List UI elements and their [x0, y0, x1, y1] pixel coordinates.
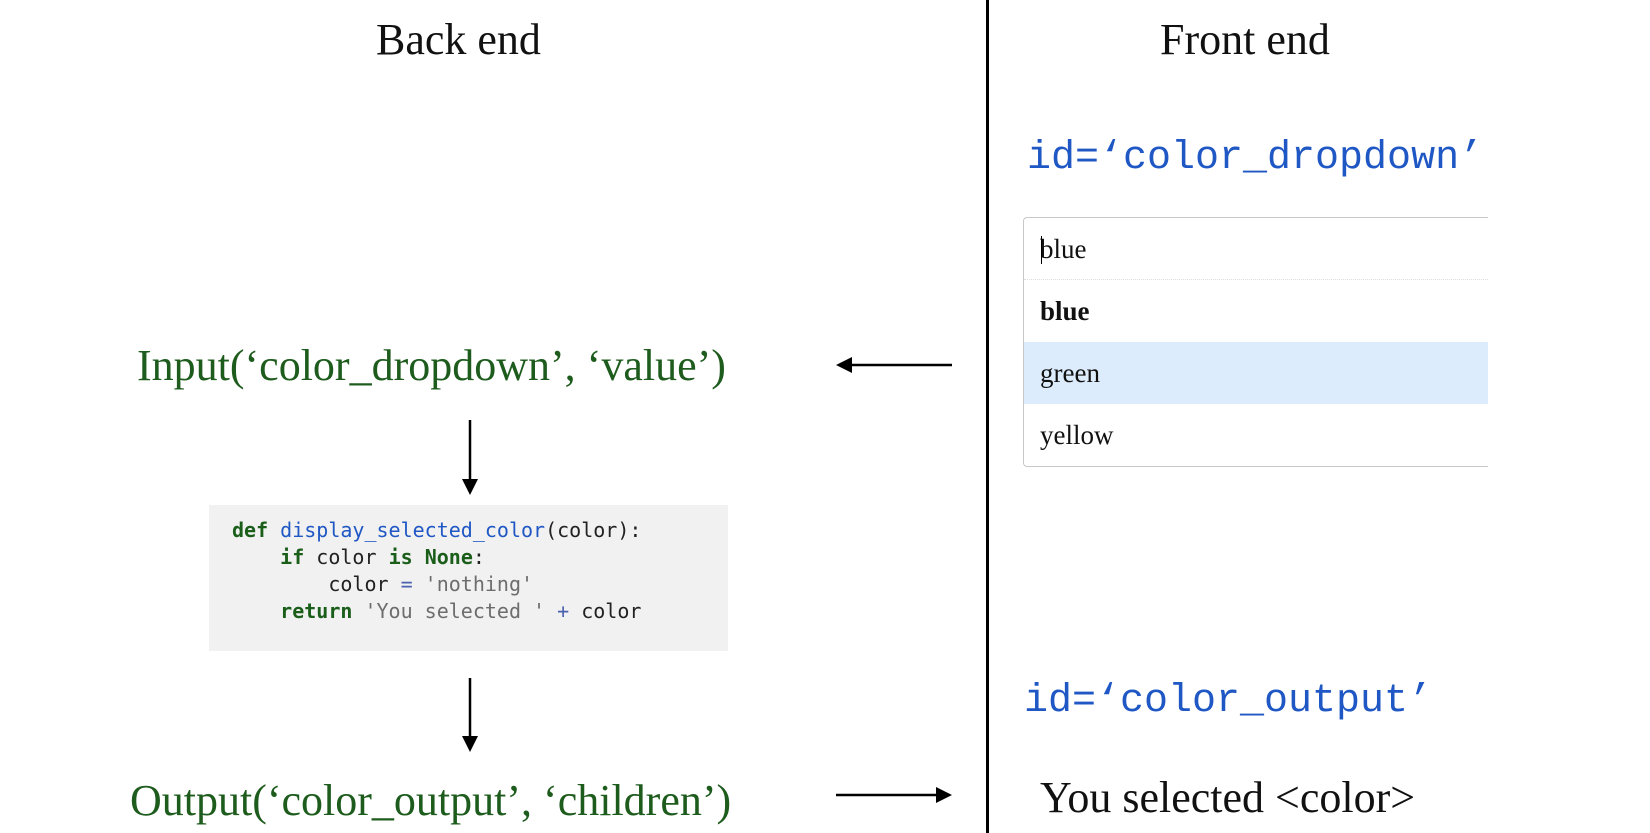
- color-output-text: You selected <color>: [1040, 773, 1416, 822]
- arrow-frontend-to-input: [836, 357, 952, 373]
- output-id-label: id=‘color_output’: [1024, 679, 1433, 724]
- callback-code-block: def display_selected_color(color): if co…: [209, 505, 728, 651]
- code-line-2: if color is None:: [280, 545, 485, 569]
- arrow-code-to-output: [462, 678, 478, 752]
- front-end-heading: Front end: [1160, 15, 1330, 64]
- dropdown-option-blue[interactable]: blue: [1040, 296, 1090, 326]
- code-line-3: color = 'nothing': [328, 572, 534, 596]
- dropdown-option-yellow[interactable]: yellow: [1040, 420, 1114, 450]
- dropdown-option-green[interactable]: green: [1024, 342, 1488, 404]
- arrow-output-to-frontend: [836, 787, 952, 803]
- color-dropdown[interactable]: blue blue green yellow: [1023, 217, 1488, 467]
- divider: [986, 0, 989, 833]
- arrow-input-to-code: [462, 420, 478, 495]
- dropdown-value: blue: [1040, 234, 1087, 264]
- output-call-label: Output(‘color_output’, ‘children’): [130, 776, 732, 825]
- code-line-4: return 'You selected ' + color: [280, 599, 642, 623]
- back-end-heading: Back end: [376, 15, 541, 64]
- dropdown-id-label: id=‘color_dropdown’: [1027, 136, 1484, 181]
- dropdown-input[interactable]: blue: [1024, 218, 1488, 280]
- code-line-1: def display_selected_color(color):: [232, 518, 642, 542]
- text-cursor: [1041, 236, 1042, 264]
- input-call-label: Input(‘color_dropdown’, ‘value’): [137, 341, 726, 390]
